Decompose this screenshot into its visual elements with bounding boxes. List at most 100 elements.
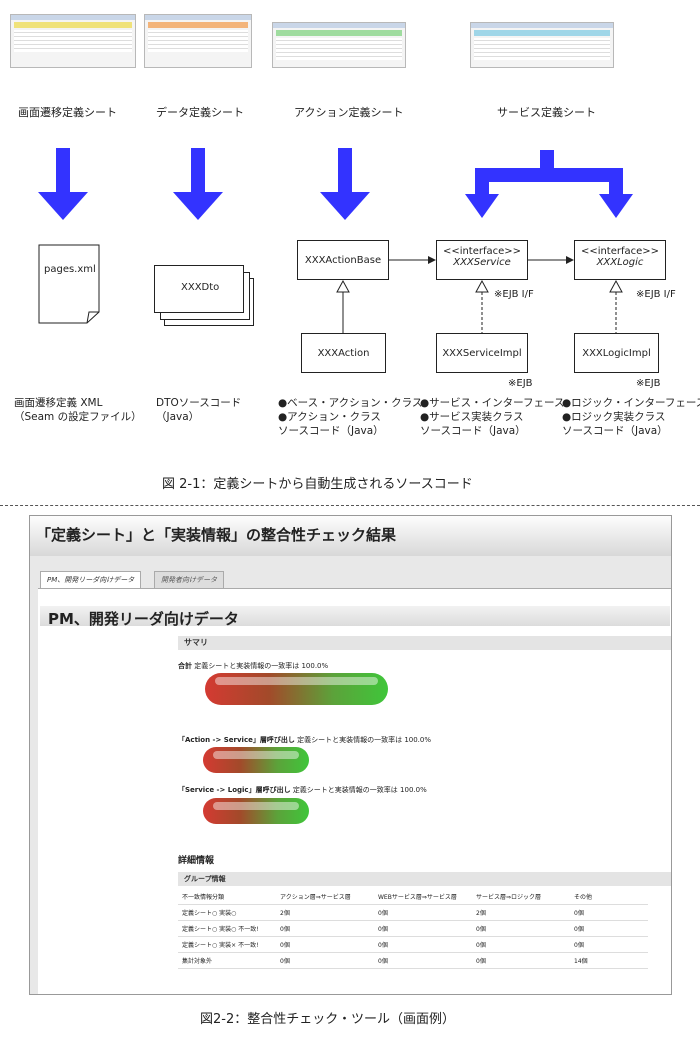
dto-doc-front xyxy=(154,265,244,313)
desc-line: ●ベース・アクション・クラス xyxy=(278,397,423,409)
table-cell: 0個 xyxy=(472,936,570,953)
ratio-service-logic: 「Service -> Logic」層呼び出し 定義シートと実装情報の一致率は … xyxy=(178,785,427,795)
ejb-if-note-logic: ※EJB I/F xyxy=(636,289,676,300)
detail-header: 詳細情報 xyxy=(178,856,215,866)
logic-interface-name: XXXLogic xyxy=(596,257,644,268)
table-cell: 0個 xyxy=(374,936,472,953)
table-cell: 0個 xyxy=(374,920,472,937)
table-header: アクション層⇒サービス層 xyxy=(276,889,374,905)
table-cell: 0個 xyxy=(276,936,374,953)
desc-line: ●サービス・インターフェース xyxy=(420,397,565,409)
ejb-if-note-service: ※EJB I/F xyxy=(494,289,534,300)
ratio-action-service: 「Action -> Service」層呼び出し 定義シートと実装情報の一致率は… xyxy=(178,735,431,745)
table-header-row: 不一致情報分類 アクション層⇒サービス層 WEBサービス層⇒サービス層 サービス… xyxy=(178,889,648,905)
desc-logic: ●ロジック・インターフェース ●ロジック実装クラス ソースコード（Java） xyxy=(562,396,700,438)
desc-line: ●ロジック・インターフェース xyxy=(562,397,700,409)
desc-line: 画面遷移定義 XML xyxy=(14,397,103,409)
document-icon xyxy=(38,244,100,324)
desc-service: ●サービス・インターフェース ●サービス実装クラス ソースコード（Java） xyxy=(420,396,565,438)
window-titlebar: 「定義シート」と「実装情報」の整合性チェック結果 xyxy=(30,516,671,556)
ratio-text: 定義シートと実装情報の一致率は 100.0% xyxy=(194,662,329,670)
table-cell: 2個 xyxy=(276,904,374,921)
table-cell: 0個 xyxy=(570,936,648,953)
desc-action: ●ベース・アクション・クラス ●アクション・クラス ソースコード（Java） xyxy=(278,396,422,438)
checker-screenshot: 「定義シート」と「実装情報」の整合性チェック結果 PM、開発リーダ向けデータ 開… xyxy=(29,515,672,995)
table-cell: 定義シート○ 実装○ xyxy=(178,904,276,921)
logic-stereotype: <<interface>> xyxy=(580,246,660,257)
table-row: 定義シート○ 実装○ 2個 0個 2個 0個 xyxy=(178,904,648,921)
arrow-down-icon xyxy=(173,148,223,220)
arrow-down-icon xyxy=(320,148,370,220)
table-row: 集計対象外 0個 0個 0個 14個 xyxy=(178,952,648,969)
sheet-label-action: アクション定義シート xyxy=(294,106,404,119)
arrow-down-icon xyxy=(38,148,88,220)
table-cell: 0個 xyxy=(472,920,570,937)
action-label: XXXAction xyxy=(317,348,370,359)
ratio-text: 定義シートと実装情報の一致率は 100.0% xyxy=(297,736,432,744)
ratio-text: 定義シートと実装情報の一致率は 100.0% xyxy=(292,786,427,794)
sheet-thumbnail-data xyxy=(144,14,252,68)
table-cell: 0個 xyxy=(570,920,648,937)
desc-dto: DTOソースコード （Java） xyxy=(156,396,241,424)
group-table: 不一致情報分類 アクション層⇒サービス層 WEBサービス層⇒サービス層 サービス… xyxy=(178,889,648,969)
sheet-label-data: データ定義シート xyxy=(156,106,244,119)
figure2-caption: 図2-2：整合性チェック・ツール（画面例） xyxy=(200,1012,455,1027)
figure1-caption: 図 2-1：定義シートから自動生成されるソースコード xyxy=(162,477,473,492)
desc-line: （Java） xyxy=(156,411,200,423)
section-title: PM、開発リーダ向けデータ xyxy=(48,610,239,628)
ratio-bar-action-service xyxy=(203,747,309,773)
desc-line: ●サービス実装クラス xyxy=(420,411,524,423)
dto-label: XXXDto xyxy=(181,282,220,293)
uml-connectors xyxy=(336,256,623,333)
desc-line: ソースコード（Java） xyxy=(420,425,526,437)
table-cell: 0個 xyxy=(374,952,472,969)
desc-line: ●ロジック実装クラス xyxy=(562,411,666,423)
table-row: 定義シート○ 実装○ 不一致! 0個 0個 0個 0個 xyxy=(178,920,648,937)
service-interface: <<interface>> XXXService xyxy=(436,240,528,280)
table-cell: 2個 xyxy=(472,904,570,921)
desc-line: （Seam の設定ファイル） xyxy=(14,411,142,423)
table-cell: 0個 xyxy=(374,904,472,921)
result-panel: PM、開発リーダ向けデータ サマリ 合計 定義シートと実装情報の一致率は 100… xyxy=(38,588,671,994)
table-cell: 0個 xyxy=(276,920,374,937)
sheet-label-screen-transition: 画面遷移定義シート xyxy=(18,106,117,119)
logic-interface: <<interface>> XXXLogic xyxy=(574,240,666,280)
tab-developer-data[interactable]: 開発者向けデータ xyxy=(154,571,224,589)
sheet-thumbnail-action xyxy=(272,22,406,68)
tab-pm-data[interactable]: PM、開発リーダ向けデータ xyxy=(40,571,142,589)
logic-impl-label: XXXLogicImpl xyxy=(582,348,651,359)
desc-line: DTOソースコード xyxy=(156,397,242,409)
ejb-note-service: ※EJB xyxy=(508,378,533,389)
table-cell: 0個 xyxy=(276,952,374,969)
table-cell: 0個 xyxy=(570,904,648,921)
ratio-bar-service-logic xyxy=(203,798,309,824)
ratio-bar-total xyxy=(205,673,388,705)
desc-line: ソースコード（Java） xyxy=(278,425,384,437)
desc-line: ソースコード（Java） xyxy=(562,425,668,437)
fork-arrow-icon xyxy=(465,150,633,218)
table-cell: 定義シート○ 実装○ 不一致! xyxy=(178,920,276,937)
logic-impl-class: XXXLogicImpl xyxy=(574,333,659,373)
table-header: 不一致情報分類 xyxy=(178,889,276,905)
action-class: XXXAction xyxy=(301,333,386,373)
table-cell: 定義シート○ 実装× 不一致! xyxy=(178,936,276,953)
service-interface-name: XXXService xyxy=(453,257,511,268)
section-header: PM、開発リーダ向けデータ xyxy=(40,606,670,628)
table-header: その他 xyxy=(570,889,648,905)
divider xyxy=(0,505,700,506)
ratio-label: 合計 xyxy=(178,662,192,670)
action-base-label: XXXActionBase xyxy=(304,255,382,266)
table-header: WEBサービス層⇒サービス層 xyxy=(374,889,472,905)
ratio-label: 「Action -> Service」層呼び出し xyxy=(178,736,295,744)
action-base-class: XXXActionBase xyxy=(297,240,389,280)
service-stereotype: <<interface>> xyxy=(442,246,522,257)
table-row: 定義シート○ 実装× 不一致! 0個 0個 0個 0個 xyxy=(178,936,648,953)
sheet-thumbnail-screen-transition xyxy=(10,14,136,68)
ratio-label: 「Service -> Logic」層呼び出し xyxy=(178,786,291,794)
table-cell: 集計対象外 xyxy=(178,952,276,969)
service-impl-class: XXXServiceImpl xyxy=(436,333,528,373)
desc-pages-xml: 画面遷移定義 XML （Seam の設定ファイル） xyxy=(14,396,142,424)
pages-xml-label: pages.xml xyxy=(44,264,96,275)
ratio-total: 合計 定義シートと実装情報の一致率は 100.0% xyxy=(178,661,328,671)
window-title: 「定義シート」と「実装情報」の整合性チェック結果 xyxy=(36,526,397,544)
